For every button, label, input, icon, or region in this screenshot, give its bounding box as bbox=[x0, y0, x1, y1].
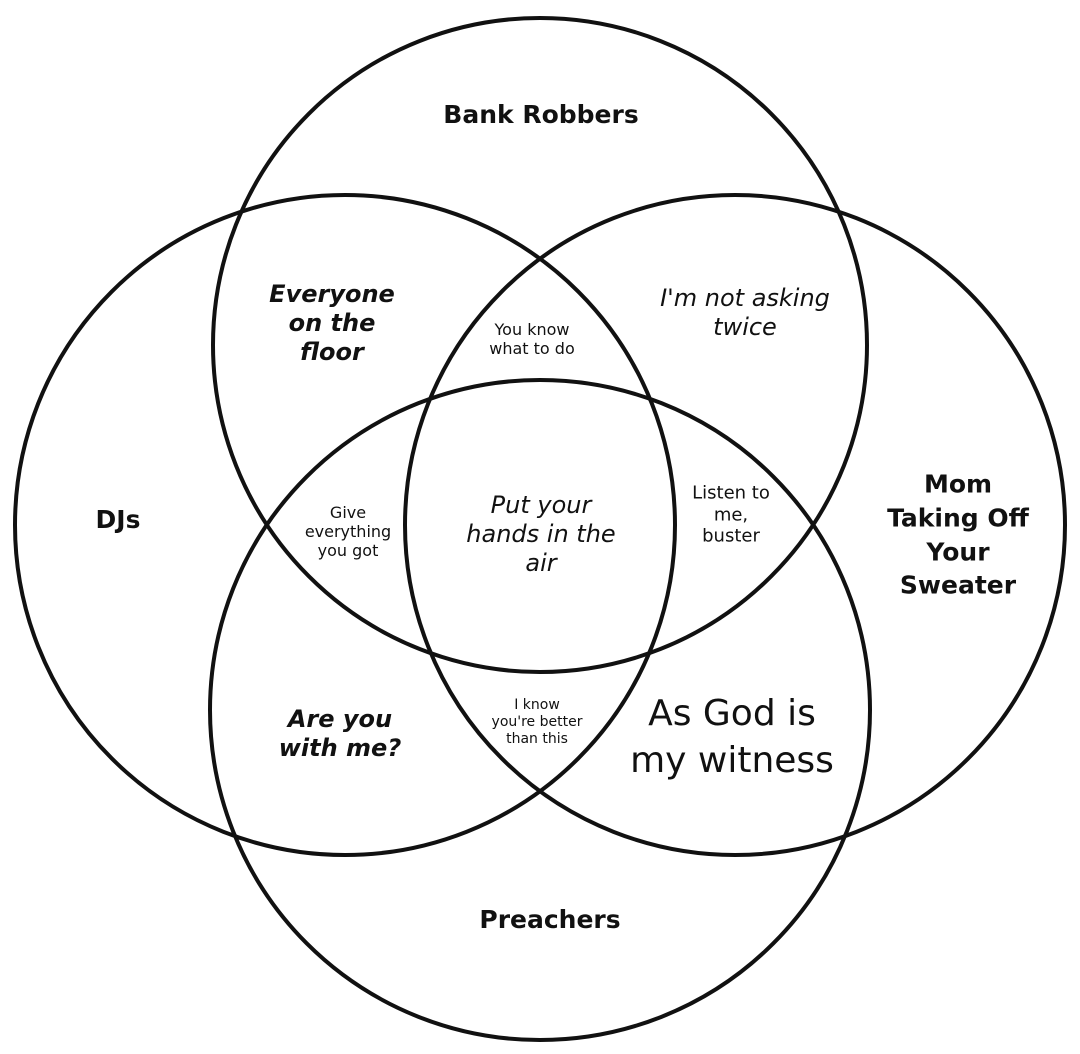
region-better-than-this: I know you're better than this bbox=[491, 696, 583, 747]
set-label-preachers: Preachers bbox=[479, 905, 621, 934]
region-everyone-on-the-floor: Everyone on the floor bbox=[269, 279, 395, 366]
region-give-everything: Give everything you got bbox=[304, 503, 392, 561]
set-label-bank-robbers: Bank Robbers bbox=[443, 100, 639, 129]
circle-mom bbox=[403, 193, 1067, 857]
set-label-mom: Mom Taking Off Your Sweater bbox=[887, 469, 1029, 600]
region-as-god-is-my-witness: As God is my witness bbox=[630, 693, 834, 781]
circle-bank-robbers bbox=[211, 16, 869, 674]
circle-djs bbox=[13, 193, 677, 857]
region-are-you-with-me: Are you with me? bbox=[278, 705, 402, 762]
set-label-djs: DJs bbox=[95, 505, 141, 534]
region-not-asking-twice: I'm not asking twice bbox=[660, 284, 830, 341]
circle-preachers bbox=[208, 378, 872, 1042]
region-listen-to-me-buster: Listen to me, buster bbox=[692, 482, 770, 547]
region-put-your-hands-in-the-air: Put your hands in the air bbox=[466, 490, 616, 577]
region-you-know-what-to-do: You know what to do bbox=[489, 319, 575, 358]
